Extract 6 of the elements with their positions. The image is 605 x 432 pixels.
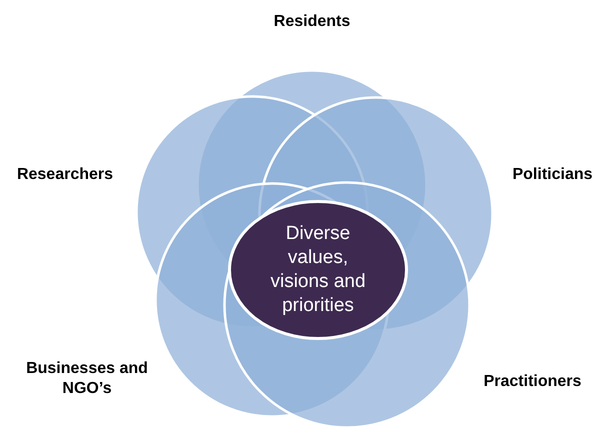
- group-label: Businesses and NGO’s: [25, 359, 149, 399]
- group-label: Politicians: [511, 165, 594, 185]
- group-label: Practitioners: [482, 372, 582, 392]
- center-text: Diverse values, visions and priorities: [269, 222, 367, 318]
- group-label: Researchers: [16, 165, 114, 185]
- group-label: Residents: [272, 12, 352, 32]
